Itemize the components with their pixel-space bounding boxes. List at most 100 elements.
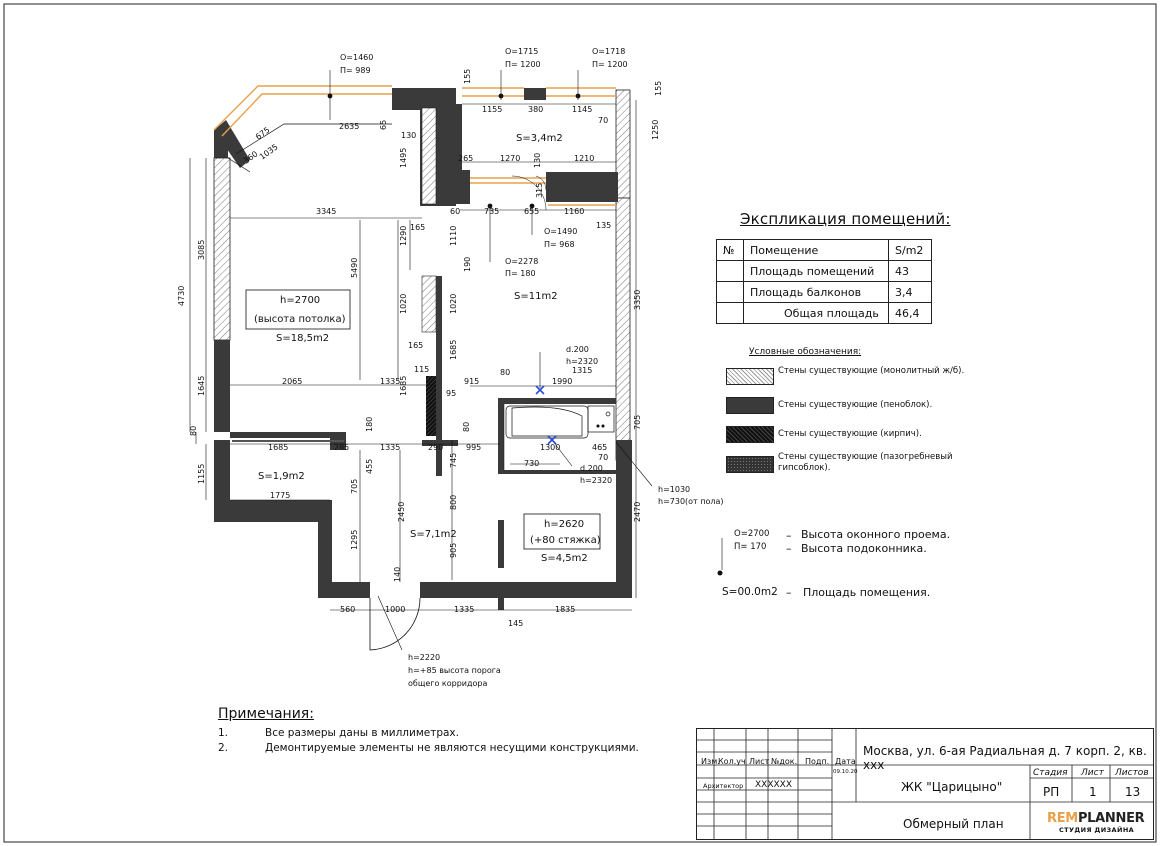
dim-655: 655 xyxy=(524,207,539,216)
tb-list-label: Лист xyxy=(1081,768,1104,778)
room-hall-small-area: S=1,9m2 xyxy=(258,471,305,482)
room-labels: h=2700 (высота потолка) S=18,5m2 S=3,4m2… xyxy=(254,133,601,564)
dim-3350: 3350 xyxy=(633,290,642,310)
windows xyxy=(213,85,616,206)
walls xyxy=(213,88,632,610)
dim-455: 455 xyxy=(365,459,374,474)
dim-1685c: 1685 xyxy=(268,443,288,452)
room-bath-height-note: (+80 стяжка) xyxy=(530,535,601,546)
note-h2320-bottom: h=2320 xyxy=(580,476,612,485)
dim-745: 745 xyxy=(449,453,458,468)
dim-705: 705 xyxy=(633,415,642,430)
dim-70-top: 70 xyxy=(598,116,608,125)
dim-290: 290 xyxy=(428,443,443,452)
dim-130: 130 xyxy=(401,131,416,140)
window-1-p: П= 989 xyxy=(340,66,371,75)
note-h2320-top: h=2320 xyxy=(566,357,598,366)
sheet-frame xyxy=(3,3,1157,843)
dim-1145: 1145 xyxy=(572,105,592,114)
room-bath-height: h=2620 xyxy=(544,519,584,530)
note-num: 1. xyxy=(218,727,229,739)
explication-title: Экспликация помещений: xyxy=(740,210,951,228)
dim-315: 315 xyxy=(535,183,544,198)
note-d200-bottom: d.200 xyxy=(580,464,603,473)
legend-window-o: О=2700 xyxy=(734,529,770,539)
dim-1685: 1685 xyxy=(449,340,458,360)
room-kitchen-area: S=11m2 xyxy=(514,291,558,302)
legend-dash: – xyxy=(786,529,792,542)
table-row: Площадь балконов 3,4 xyxy=(716,281,932,303)
room-main-height: h=2700 xyxy=(280,295,320,306)
row-value: 3,4 xyxy=(888,281,932,303)
row-name: Площадь балконов xyxy=(743,281,889,303)
header-room: Помещение xyxy=(743,239,889,261)
legend-text: Стены существующие (пазогребневый гипсоб… xyxy=(778,452,953,473)
tb-col-list: Лист xyxy=(749,757,770,766)
dim-905: 905 xyxy=(449,543,458,558)
row-value: 46,4 xyxy=(888,302,932,324)
legend-window-p: П= 170 xyxy=(734,542,767,552)
dim-1835: 1835 xyxy=(555,605,575,614)
logo-planner: PLANNER xyxy=(1077,811,1145,826)
dim-165: 165 xyxy=(410,223,425,232)
room-balcony-area: S=3,4m2 xyxy=(516,133,563,144)
room-main-area: S=18,5m2 xyxy=(276,333,329,344)
tb-lists-label: Листов xyxy=(1115,768,1149,778)
window-5-p: П= 180 xyxy=(505,269,536,278)
note-text: Все размеры даны в миллиметрах. xyxy=(265,727,459,739)
door-swings xyxy=(369,175,547,651)
window-4-o: О=1490 xyxy=(544,227,577,236)
dim-1645: 1645 xyxy=(197,376,206,396)
window-1-o: О=1460 xyxy=(340,53,373,62)
legend-dash: – xyxy=(786,586,792,599)
dim-2470: 2470 xyxy=(633,502,642,522)
table-row: Площадь помещений 43 xyxy=(716,260,932,282)
dim-380: 380 xyxy=(528,105,543,114)
explication-table: № Помещение S/m2 Площадь помещений 43 Пл… xyxy=(716,239,932,324)
note-door-height: h=2220 xyxy=(408,653,440,662)
dim-730: 730 xyxy=(524,459,539,468)
legend-window-o-desc: Высота оконного проема. xyxy=(801,528,951,541)
dim-1250: 1250 xyxy=(651,120,660,140)
dim-465: 465 xyxy=(592,443,607,452)
note-h1030: h=1030 xyxy=(658,485,690,494)
dim-3345: 3345 xyxy=(316,207,336,216)
dim-190: 190 xyxy=(463,257,472,272)
dim-130b: 130 xyxy=(533,153,542,168)
note-door-threshold: h=+85 высота порога xyxy=(408,666,501,675)
dim-1300: 1300 xyxy=(540,443,560,452)
dim-915: 915 xyxy=(464,377,479,386)
table-row: № Помещение S/m2 xyxy=(716,239,932,261)
dim-2635: 2635 xyxy=(339,122,359,131)
dim-5490: 5490 xyxy=(350,258,359,278)
dim-1295: 1295 xyxy=(350,530,359,550)
dim-1035: 1035 xyxy=(258,142,280,161)
dim-1000: 1000 xyxy=(385,605,405,614)
legend-swatch-grid xyxy=(726,456,774,473)
row-name: Общая площадь xyxy=(743,302,889,324)
window-4-p: П= 968 xyxy=(544,240,575,249)
window-3-p: П= 1200 xyxy=(592,60,628,69)
dim-1020b: 1020 xyxy=(449,294,458,314)
dim-60: 60 xyxy=(450,207,460,216)
dim-1020: 1020 xyxy=(399,294,408,314)
plan-notes: d.200 h=2320 d.200 h=2320 h=1030 h=730(о… xyxy=(408,345,724,688)
title-block-grid xyxy=(696,728,1154,840)
window-5-o: О=2278 xyxy=(505,257,538,266)
window-2-o: О=1715 xyxy=(505,47,538,56)
dim-1210: 1210 xyxy=(574,154,594,163)
dim-145: 145 xyxy=(508,619,523,628)
dim-800: 800 xyxy=(449,495,458,510)
dim-1335c: 1335 xyxy=(454,605,474,614)
legend-swatch-black xyxy=(726,426,774,443)
legend-title: Условные обозначения: xyxy=(749,347,862,357)
notes-title: Примечания: xyxy=(218,706,314,722)
dim-1775: 1775 xyxy=(270,491,290,500)
dim-285: 285 xyxy=(334,443,349,452)
tb-architect-label: Архитектор xyxy=(703,782,744,790)
dim-1270: 1270 xyxy=(500,154,520,163)
dim-265: 265 xyxy=(458,154,473,163)
legend-dash: – xyxy=(786,542,792,555)
window-3-o: О=1718 xyxy=(592,47,625,56)
dim-155-right: 155 xyxy=(654,81,663,96)
